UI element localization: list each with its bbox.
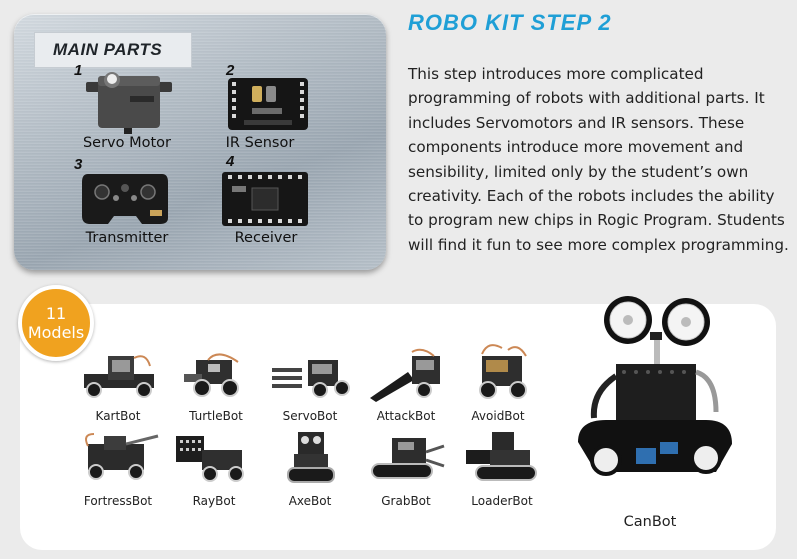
model-label-turtlebot: TurtleBot — [189, 409, 243, 423]
step-title: ROBO KIT STEP 2 — [408, 10, 612, 35]
models-count: 11 — [45, 304, 67, 323]
model-label-canbot: CanBot — [623, 514, 677, 530]
model-label-fortressbot: FortressBot — [83, 494, 153, 508]
canbot-image — [578, 296, 732, 476]
axebot-image — [287, 432, 335, 483]
raybot-image — [176, 436, 244, 482]
kartbot-image — [84, 355, 154, 398]
part-number-3: 3 — [74, 156, 83, 173]
grabbot-image — [371, 438, 445, 479]
model-label-grabbot: GrabBot — [381, 494, 431, 508]
main-parts-title: MAIN PARTS — [34, 32, 192, 68]
turtlebot-image — [184, 353, 239, 397]
attackbot-image — [370, 348, 440, 402]
part-number-4: 4 — [226, 153, 235, 170]
part-label-transmitter: Transmitter — [85, 230, 169, 246]
models-count-badge: 11 Models — [18, 285, 94, 361]
model-label-kartbot: KartBot — [95, 409, 141, 423]
model-label-raybot: RayBot — [192, 494, 236, 508]
servo-motor-image — [86, 72, 172, 134]
main-parts-panel: MAIN PARTS — [14, 14, 386, 270]
model-label-attackbot: AttackBot — [376, 409, 436, 423]
transmitter-image — [82, 174, 168, 224]
receiver-image — [222, 172, 308, 226]
part-number-1: 1 — [74, 62, 83, 79]
model-label-axebot: AxeBot — [288, 494, 332, 508]
model-label-servobot: ServoBot — [282, 409, 338, 423]
models-count-label: Models — [27, 323, 85, 342]
fortressbot-image — [85, 433, 159, 480]
ir-sensor-image — [228, 78, 308, 130]
part-number-2: 2 — [226, 62, 235, 79]
servobot-image — [272, 360, 350, 398]
loaderbot-image — [466, 432, 537, 481]
part-label-receiver: Receiver — [234, 230, 298, 246]
part-label-ir-sensor: IR Sensor — [225, 135, 295, 151]
model-label-avoidbot: AvoidBot — [471, 409, 525, 423]
step-description: This step introduces more complicated pr… — [408, 65, 789, 254]
model-label-loaderbot: LoaderBot — [471, 494, 533, 508]
avoidbot-image — [479, 344, 527, 399]
part-label-servo-motor: Servo Motor — [82, 135, 172, 151]
